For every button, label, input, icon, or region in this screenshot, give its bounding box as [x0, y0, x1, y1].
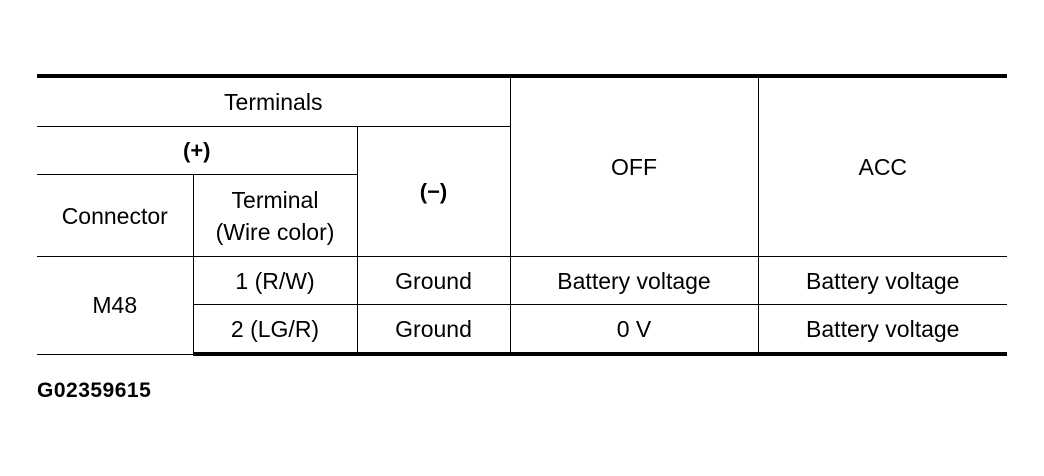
- header-terminal-wire-color: Terminal (Wire color): [192, 174, 358, 257]
- header-acc: ACC: [757, 74, 1008, 257]
- table-row: M48 1 (R/W) Ground Battery voltage Batte…: [37, 256, 1008, 355]
- header-terminals: Terminals: [37, 74, 511, 127]
- terminal-cell: 2 (LG/R): [192, 304, 358, 356]
- terminal-voltage-table: Terminals OFF ACC (+) (−) Connector Term…: [37, 74, 1008, 356]
- minus-cell: Ground: [356, 304, 511, 356]
- connector-cell: M48: [37, 256, 194, 355]
- table-row: 2 (LG/R) Ground 0 V Battery voltage: [37, 304, 1008, 356]
- off-cell: 0 V: [509, 304, 759, 356]
- header-terminal-line2: (Wire color): [215, 218, 335, 245]
- off-cell: Battery voltage: [509, 256, 759, 305]
- acc-cell: Battery voltage: [757, 256, 1008, 305]
- header-terminal-line1: Terminal: [231, 186, 319, 213]
- minus-cell: Ground: [356, 256, 511, 305]
- acc-cell: Battery voltage: [757, 304, 1008, 356]
- header-off: OFF: [509, 74, 759, 257]
- header-connector: Connector: [37, 174, 194, 257]
- figure-id: G02359615: [37, 379, 152, 402]
- terminal-cell: 1 (R/W): [192, 256, 358, 305]
- header-plus: (+): [37, 126, 358, 175]
- header-minus: (−): [356, 126, 511, 257]
